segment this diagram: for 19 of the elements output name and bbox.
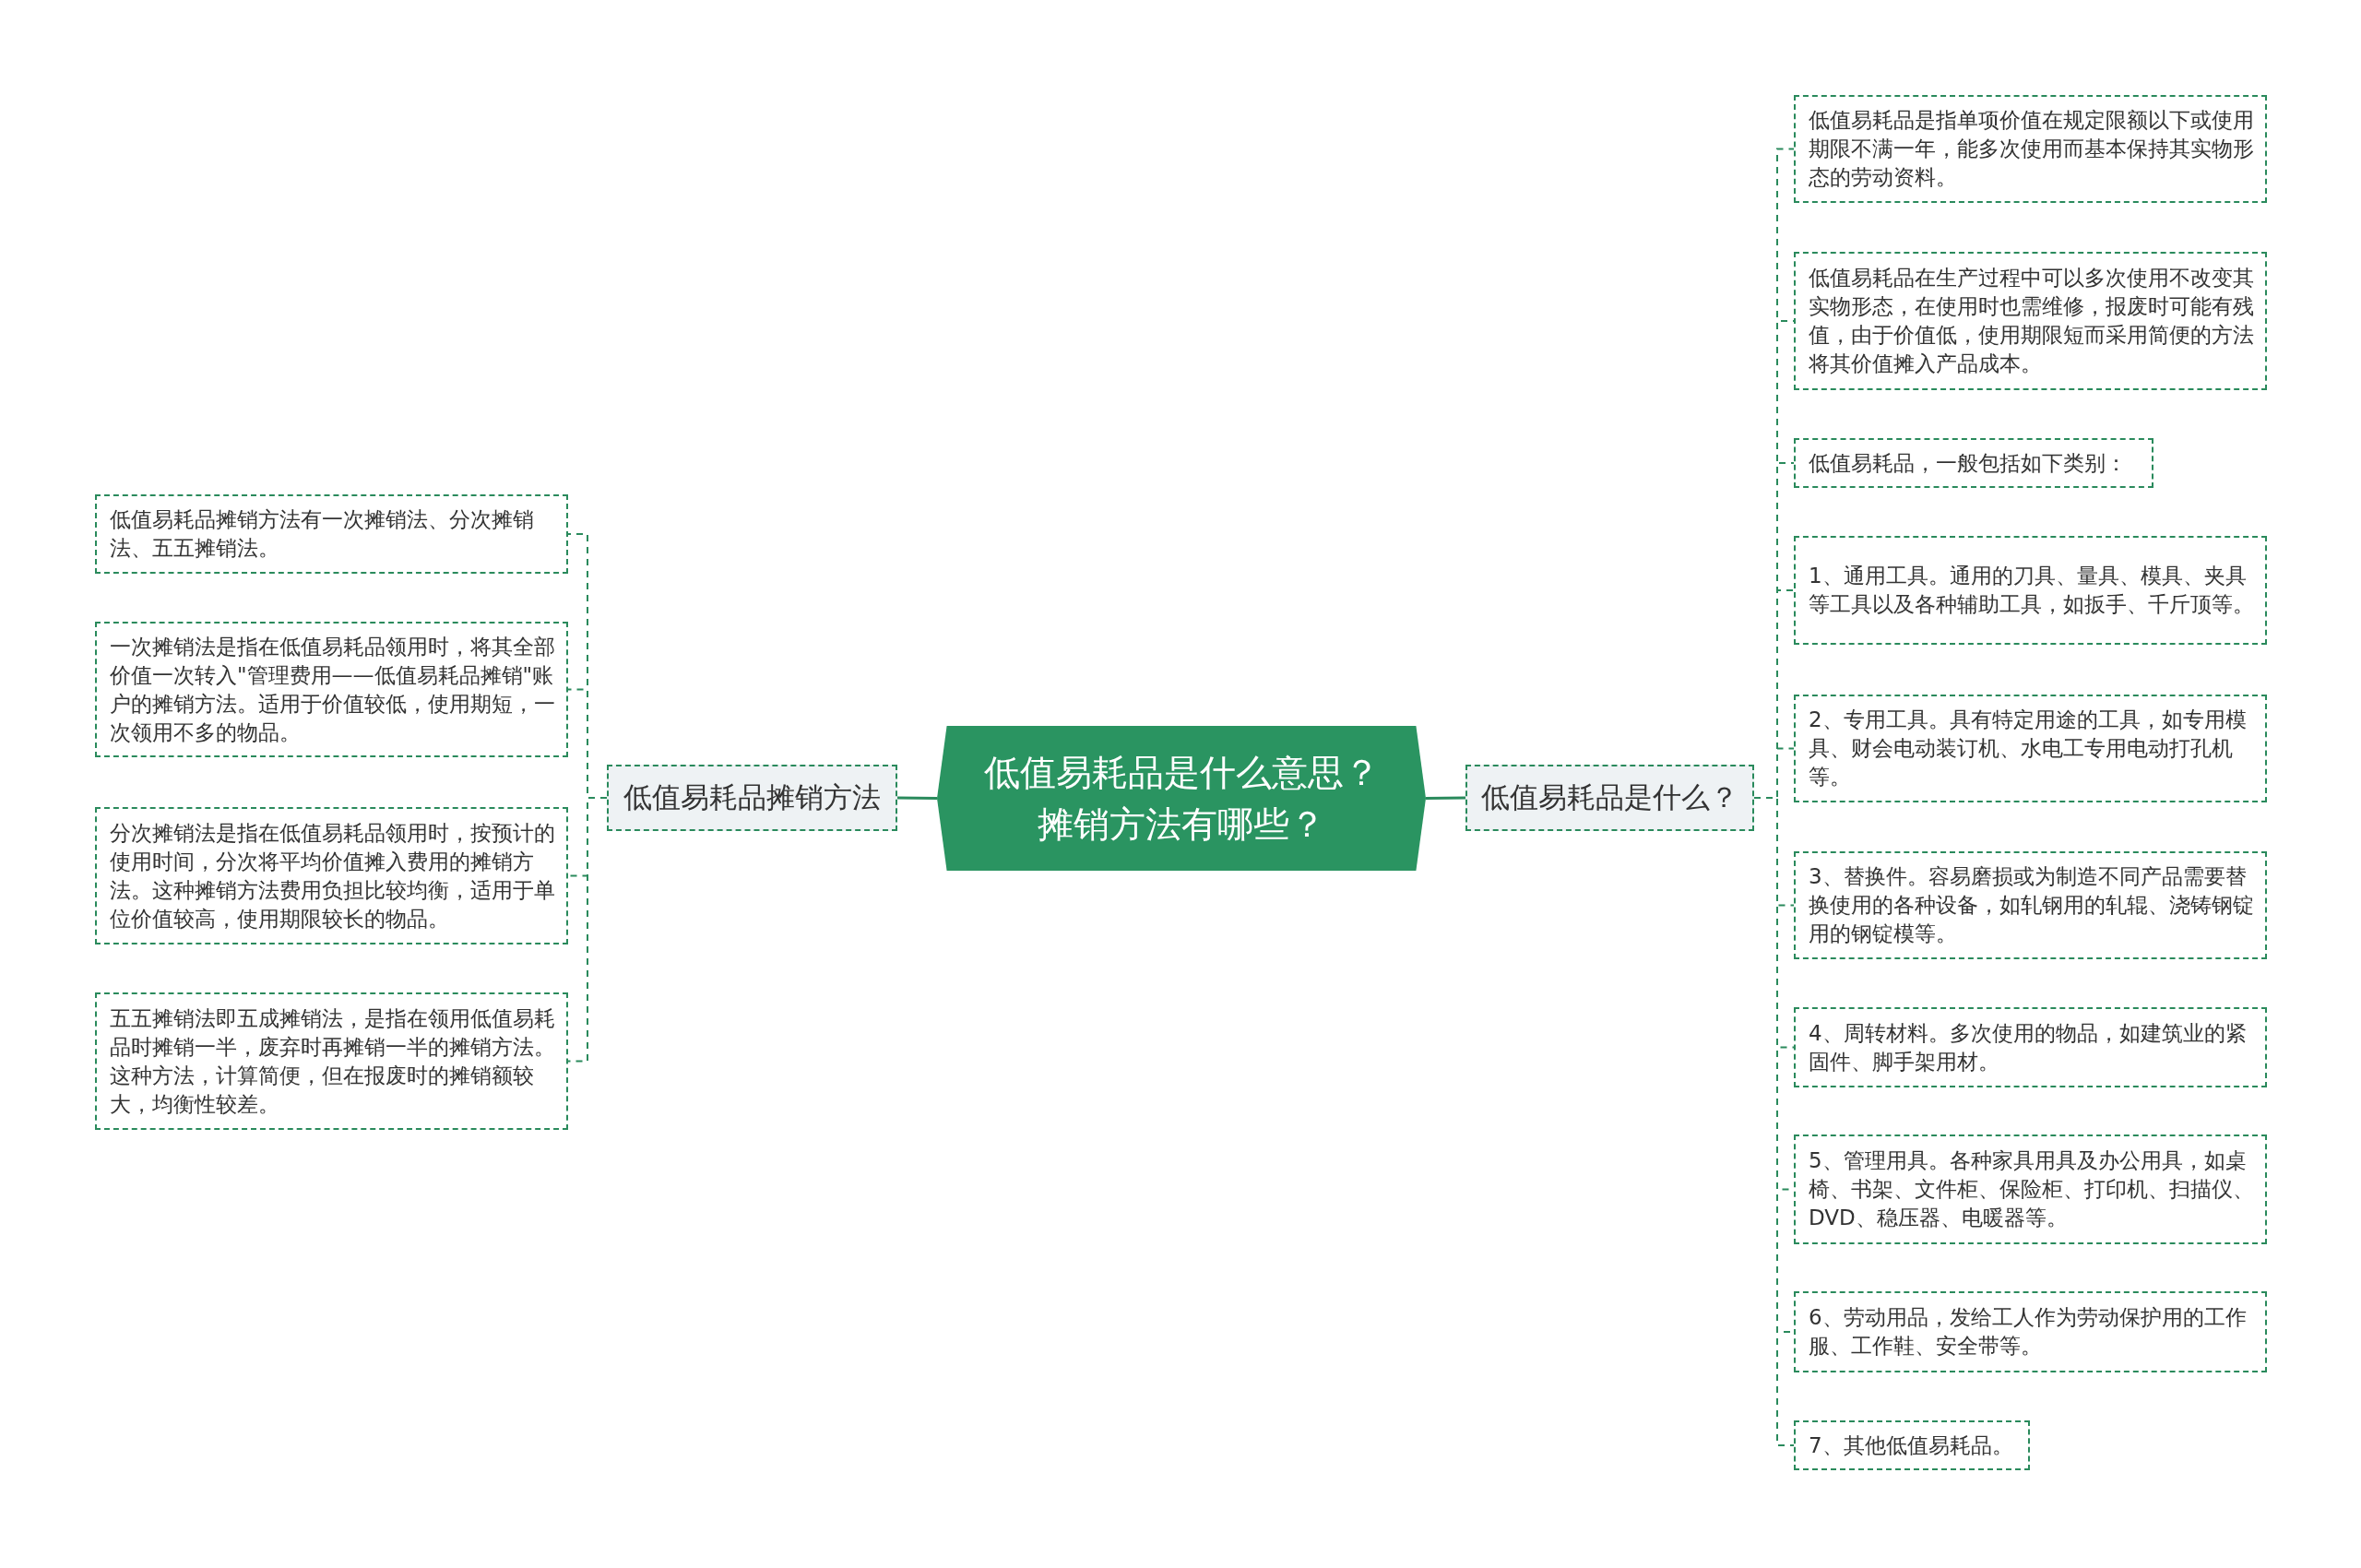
text-box: 7、其他低值易耗品。	[1794, 1420, 2030, 1470]
text-box: 低值易耗品在生产过程中可以多次使用不改变其实物形态，在使用时也需维修，报废时可能有残值，由于价值低，使用期限短而采用简便的方法将其价值摊入产品成本。	[1794, 252, 2267, 390]
connector-line	[567, 797, 608, 1063]
text-box: 低值易耗品是指单项价值在规定限额以下或使用期限不满一年，能多次使用而基本保持其实物形态的劳动资料。	[1794, 95, 2267, 203]
text-box: 1、通用工具。通用的刀具、量具、模具、夹具等工具以及各种辅助工具，如扳手、千斤顶等。	[1794, 536, 2267, 645]
text-box: 分次摊销法是指在低值易耗品领用时，按预计的使用时间，分次将平均价值摊入费用的摊销方法。这种摊销方法费用负担比较均衡，适用于单位价值较高，使用期限较长的物品。	[95, 807, 568, 944]
branch-box: 低值易耗品是什么？	[1465, 765, 1754, 831]
text-box: 3、替换件。容易磨损或为制造不同产品需要替换使用的各种设备，如轧钢用的轧辊、浇铸钢锭用的钢锭模等。	[1794, 851, 2267, 959]
text-box: 五五摊销法即五成摊销法，是指在领用低值易耗品时摊销一半，废弃时再摊销一半的摊销方法。这种方法，计算简便，但在报废时的摊销额较大，均衡性较差。	[95, 992, 568, 1130]
connector-line	[897, 796, 937, 800]
text-box: 一次摊销法是指在低值易耗品领用时，将其全部价值一次转入"管理费用——低值易耗品摊销"账户的摊销方法。适用于价值较低，使用期短，一次领用不多的物品。	[95, 622, 568, 757]
text-box: 2、专用工具。具有特定用途的工具，如专用模具、财会电动装订机、水电工专用电动打孔机等。	[1794, 695, 2267, 802]
text-box: 6、劳动用品，发给工人作为劳动保护用的工作服、工作鞋、安全带等。	[1794, 1291, 2267, 1372]
connector-line	[1426, 796, 1465, 800]
text-box: 5、管理用具。各种家具用具及办公用具，如桌椅、书架、文件柜、保险柜、打印机、扫描仪、DVD、稳压器、电暖器等。	[1794, 1134, 2267, 1244]
text-box: 低值易耗品，一般包括如下类别：	[1794, 438, 2153, 488]
text-box: 低值易耗品摊销方法有一次摊销法、分次摊销法、五五摊销法。	[95, 494, 568, 574]
branch-box: 低值易耗品摊销方法	[607, 765, 897, 831]
text-box: 4、周转材料。多次使用的物品，如建筑业的紧固件、脚手架用材。	[1794, 1007, 2267, 1087]
